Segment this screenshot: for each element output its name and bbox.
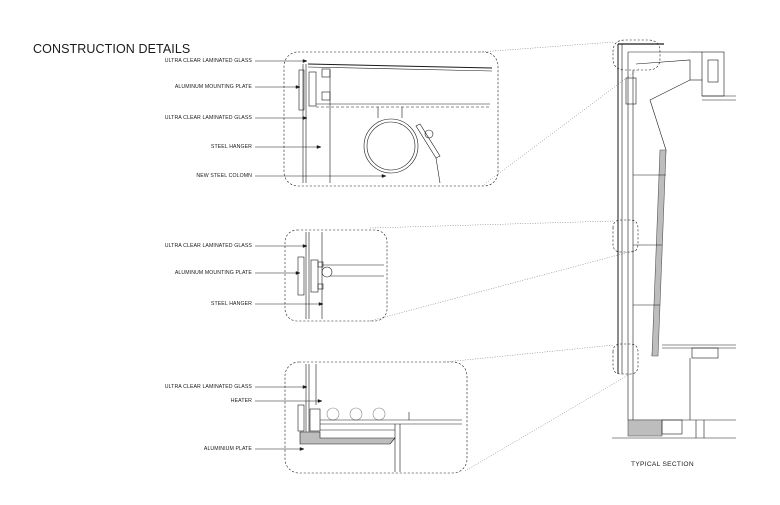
detail-3 — [297, 364, 462, 472]
detail-1 — [298, 63, 493, 184]
label-aluminium-plate: ALUMINIUM PLATE — [203, 446, 252, 452]
label-mounting-plate-1: ALUMINUM MOUNTING PLATE — [174, 84, 252, 90]
label-steel-hanger-2: STEEL HANGER — [210, 301, 252, 307]
label-glass-1b: ULTRA CLEAR LAMINATED GLASS — [164, 115, 252, 121]
label-heater: HEATER — [230, 398, 252, 404]
label-steel-hanger-1: STEEL HANGER — [210, 144, 252, 150]
leader-lines — [255, 59, 387, 451]
label-glass-3: ULTRA CLEAR LAMINATED GLASS — [164, 384, 252, 390]
detail-2 — [297, 232, 384, 319]
projection-lines — [369, 41, 641, 472]
section-caption: TYPICAL SECTION — [631, 461, 694, 468]
detail-frames — [283, 39, 661, 474]
typical-section — [612, 43, 736, 439]
page-title: CONSTRUCTION DETAILS — [33, 42, 191, 56]
label-mounting-plate-2: ALUMINUM MOUNTING PLATE — [174, 270, 252, 276]
label-steel-column: NEW STEEL COLOMN — [196, 173, 252, 179]
label-glass-1: ULTRA CLEAR LAMINATED GLASS — [164, 58, 252, 64]
label-glass-2: ULTRA CLEAR LAMINATED GLASS — [164, 243, 252, 249]
